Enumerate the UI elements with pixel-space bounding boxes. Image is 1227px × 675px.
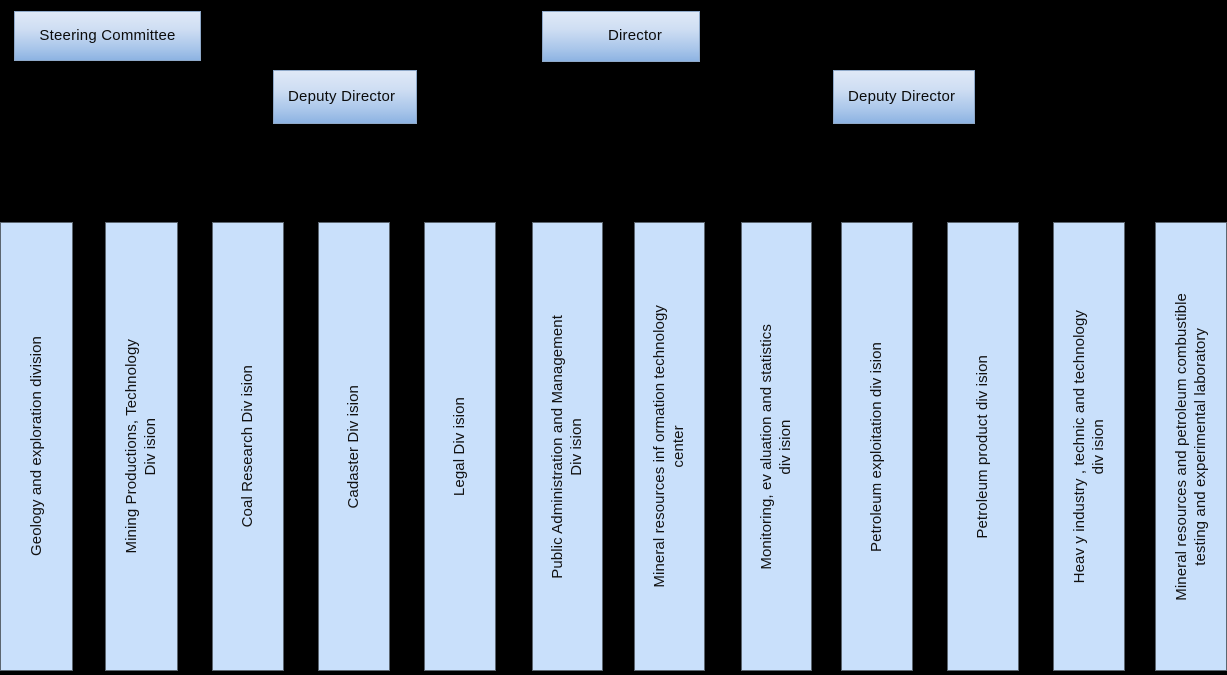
box-label: Steering Committee [39,26,176,44]
division-label: Mineral resources inf ormation technolog… [651,305,688,588]
box-legal-division[interactable]: Legal Div ision [424,222,496,671]
division-label-wrap: Cadaster Div ision [319,223,389,670]
division-label: Petroleum product div ision [974,354,992,539]
division-label: Heav y industry , technic and technology… [1070,309,1107,584]
division-label: Monitoring, ev aluation and statistics d… [758,323,795,570]
box-public-administration-and-management-division[interactable]: Public Administration and Management Div… [532,222,603,671]
division-label-wrap: Geology and exploration division [1,223,72,670]
box-petroleum-exploitation-division[interactable]: Petroleum exploitation div ision [841,222,913,671]
division-label: Coal Research Div ision [239,365,257,528]
box-mineral-resources-information-technology-center[interactable]: Mineral resources inf ormation technolog… [634,222,705,671]
division-label: Petroleum exploitation div ision [868,341,886,552]
box-label: Director [607,27,663,45]
division-label-wrap: Mining Productions, Technology Div ision [106,223,177,670]
division-label-wrap: Coal Research Div ision [213,223,283,670]
division-label-wrap: Heav y industry , technic and technology… [1054,223,1124,670]
box-deputy-director-right[interactable]: Deputy Director [833,70,975,124]
division-label: Mining Productions, Technology Div ision [123,339,160,554]
division-label-wrap: Petroleum exploitation div ision [842,223,912,670]
box-label: Deputy Director [288,87,396,105]
division-label: Mineral resources and petroleum combusti… [1172,292,1209,601]
division-label-wrap: Petroleum product div ision [948,223,1018,670]
box-deputy-director-left[interactable]: Deputy Director [273,70,417,124]
division-label-wrap: Public Administration and Management Div… [533,223,602,670]
division-label: Geology and exploration division [27,336,45,557]
box-mining-productions-technology-division[interactable]: Mining Productions, Technology Div ision [105,222,178,671]
box-geology-and-exploration-division[interactable]: Geology and exploration division [0,222,73,671]
division-label-wrap: Mineral resources and petroleum combusti… [1156,223,1226,670]
division-label-wrap: Legal Div ision [425,223,495,670]
box-steering-committee[interactable]: Steering Committee [14,11,201,61]
box-heavy-industry-technic-and-technology-division[interactable]: Heav y industry , technic and technology… [1053,222,1125,671]
division-label-wrap: Monitoring, ev aluation and statistics d… [742,223,811,670]
box-label: Deputy Director [848,87,956,105]
division-label: Legal Div ision [451,396,469,497]
box-mineral-resources-and-petroleum-combustible-testing-and-experimental-laboratory[interactable]: Mineral resources and petroleum combusti… [1155,222,1227,671]
box-petroleum-product-division[interactable]: Petroleum product div ision [947,222,1019,671]
box-monitoring-evaluation-and-statistics-division[interactable]: Monitoring, ev aluation and statistics d… [741,222,812,671]
division-label: Cadaster Div ision [345,384,363,509]
box-director[interactable]: Director [542,11,700,62]
box-cadaster-division[interactable]: Cadaster Div ision [318,222,390,671]
division-label: Public Administration and Management Div… [549,314,586,579]
division-label-wrap: Mineral resources inf ormation technolog… [635,223,704,670]
box-coal-research-division[interactable]: Coal Research Div ision [212,222,284,671]
